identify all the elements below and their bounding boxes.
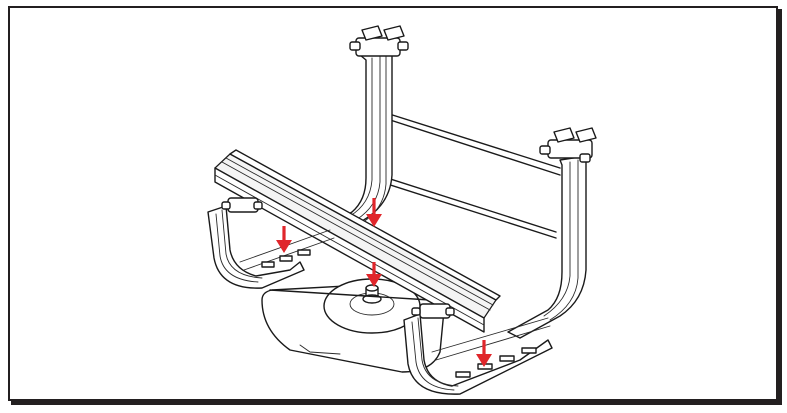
arrow-center-plate	[366, 262, 382, 287]
frame-shadow-bottom	[11, 401, 782, 405]
top-rail	[214, 149, 501, 333]
back-right-upright	[507, 127, 597, 339]
back-left-upright	[329, 25, 409, 231]
front-left-bracket	[207, 197, 335, 289]
center-bolt	[362, 284, 382, 304]
cross-rods	[269, 111, 561, 301]
arrow-top-center	[366, 198, 382, 227]
arrow-left-bracket	[276, 226, 292, 253]
front-right-bracket	[403, 303, 553, 395]
frame-shadow-right	[778, 9, 782, 404]
diagram-border	[8, 6, 778, 401]
arrow-front-bracket	[476, 340, 492, 367]
